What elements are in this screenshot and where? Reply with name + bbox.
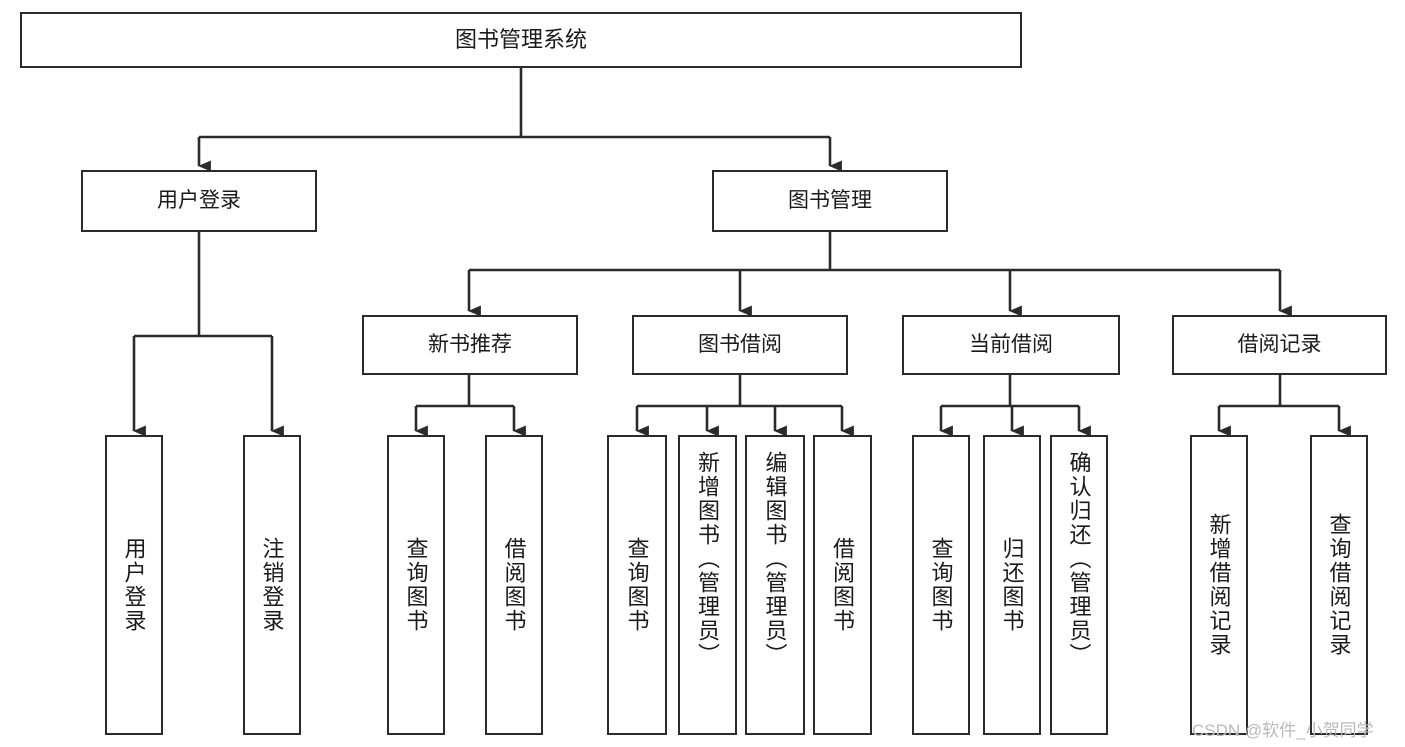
node-leaf-query-record-label: 查询借阅记录 — [1326, 513, 1352, 657]
node-leaf-borrow-book[interactable]: 借阅图书 — [813, 435, 872, 735]
node-leaf-query-book-cur[interactable]: 查询图书 — [912, 435, 970, 735]
node-leaf-edit-book-label: 编辑图书（管理员） — [762, 451, 788, 667]
node-leaf-return-book-label: 归还图书 — [999, 537, 1025, 633]
node-leaf-borrow-book-rec-label: 借阅图书 — [501, 537, 527, 633]
node-book-manage-label: 图书管理 — [788, 188, 872, 212]
node-user-login-label: 用户登录 — [157, 188, 241, 212]
node-root[interactable]: 图书管理系统 — [20, 12, 1022, 68]
node-leaf-query-book-rec-label: 查询图书 — [403, 537, 429, 633]
node-leaf-confirm-return[interactable]: 确认归还（管理员） — [1050, 435, 1108, 735]
node-current-borrow-label: 当前借阅 — [969, 332, 1053, 356]
csdn-watermark: CSDN @软件_小贺同学 — [1192, 721, 1374, 740]
node-user-login[interactable]: 用户登录 — [81, 170, 317, 232]
node-borrow-record[interactable]: 借阅记录 — [1172, 315, 1387, 375]
node-leaf-logout[interactable]: 注销登录 — [243, 435, 301, 735]
node-leaf-user-login[interactable]: 用户登录 — [105, 435, 163, 735]
node-borrow-record-label: 借阅记录 — [1237, 332, 1322, 356]
node-new-book-recommend-label: 新书推荐 — [428, 332, 512, 356]
node-leaf-add-record-label: 新增借阅记录 — [1206, 513, 1232, 657]
node-leaf-confirm-return-label: 确认归还（管理员） — [1066, 451, 1092, 667]
node-leaf-logout-label: 注销登录 — [259, 537, 285, 633]
node-root-label: 图书管理系统 — [454, 27, 587, 53]
node-leaf-query-record[interactable]: 查询借阅记录 — [1310, 435, 1368, 735]
node-leaf-add-book[interactable]: 新增图书（管理员） — [678, 435, 737, 735]
node-book-manage[interactable]: 图书管理 — [712, 170, 948, 232]
node-leaf-query-book-rec[interactable]: 查询图书 — [387, 435, 445, 735]
node-leaf-edit-book[interactable]: 编辑图书（管理员） — [745, 435, 805, 735]
node-leaf-user-login-label: 用户登录 — [121, 537, 147, 633]
node-leaf-return-book[interactable]: 归还图书 — [983, 435, 1041, 735]
node-leaf-query-book-cur-label: 查询图书 — [928, 537, 954, 633]
node-leaf-borrow-book-rec[interactable]: 借阅图书 — [485, 435, 543, 735]
node-current-borrow[interactable]: 当前借阅 — [902, 315, 1120, 375]
node-leaf-query-book-borrow[interactable]: 查询图书 — [607, 435, 667, 735]
node-leaf-add-book-label: 新增图书（管理员） — [695, 451, 721, 667]
node-book-borrow[interactable]: 图书借阅 — [632, 315, 848, 375]
node-book-borrow-label: 图书借阅 — [698, 332, 782, 356]
node-leaf-query-book-borrow-label: 查询图书 — [624, 537, 650, 633]
node-leaf-add-record[interactable]: 新增借阅记录 — [1190, 435, 1248, 735]
node-new-book-recommend[interactable]: 新书推荐 — [362, 315, 578, 375]
node-leaf-borrow-book-label: 借阅图书 — [830, 537, 856, 633]
